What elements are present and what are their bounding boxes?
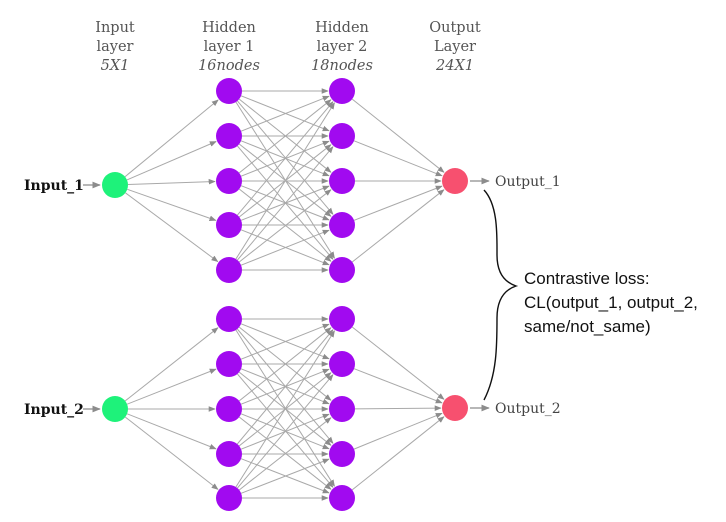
hidden1-node-1-4 <box>216 212 242 238</box>
input-node-1 <box>102 172 128 198</box>
output-layer-title-line1: Output <box>429 20 481 36</box>
edge-input-to-hidden1 <box>125 192 219 263</box>
hidden1-node-1-3 <box>216 168 242 194</box>
edge-hidden1-to-hidden2 <box>240 323 330 360</box>
edge-input-to-hidden1 <box>127 178 216 185</box>
contrastive-loss-annotation: Contrastive loss: CL(output_1, output_2,… <box>483 189 698 401</box>
edge-input-to-hidden1 <box>124 416 219 490</box>
edge-hidden2-to-output <box>353 140 443 177</box>
edge-input-to-hidden1 <box>126 368 217 405</box>
hidden1-node-2-4 <box>216 441 242 467</box>
input-layer-title-line1: Input <box>95 20 135 36</box>
hidden2-node-1-1 <box>329 78 355 104</box>
loss-text-line1: Contrastive loss: <box>524 269 650 288</box>
loss-text-line2: CL(output_1, output_2, <box>524 293 698 312</box>
hidden1-node-2-5 <box>216 485 242 511</box>
edge-input-to-hidden1 <box>124 99 219 178</box>
edge-hidden1-to-hidden2 <box>240 458 330 494</box>
input-1-label: Input_1 <box>24 178 84 194</box>
curly-brace <box>483 189 519 401</box>
hidden-layer-1-title-line2: layer 1 <box>204 39 255 55</box>
edge-hidden1-to-hidden2 <box>238 327 332 402</box>
input-node-2 <box>102 396 128 422</box>
edge-hidden1-to-hidden2 <box>237 100 334 215</box>
edge-hidden1-to-hidden2 <box>238 99 332 174</box>
edge-input-to-hidden1 <box>126 413 217 450</box>
hidden-layer-2-title-line1: Hidden <box>315 20 369 36</box>
edge-hidden1-to-hidden2 <box>237 146 334 261</box>
edge-hidden1-to-hidden2 <box>240 95 330 132</box>
edge-hidden1-to-hidden2 <box>237 374 334 489</box>
hidden1-node-2-3 <box>216 396 242 422</box>
input-layer-dims: 5X1 <box>101 58 130 74</box>
output-node-1 <box>442 168 468 194</box>
edge-input-to-hidden1 <box>126 141 217 181</box>
hidden1-node-2-1 <box>216 306 242 332</box>
output-node-2 <box>442 395 468 421</box>
hidden2-node-1-4 <box>329 212 355 238</box>
hidden2-node-1-5 <box>329 257 355 283</box>
output-layer-dims: 24X1 <box>435 58 474 74</box>
hidden2-node-2-3 <box>329 396 355 422</box>
edge-hidden2-to-output <box>353 368 443 404</box>
hidden1-node-2-2 <box>216 351 242 377</box>
edge-hidden2-to-output <box>353 185 443 221</box>
hidden2-node-1-2 <box>329 123 355 149</box>
edge-hidden2-to-output <box>354 405 442 411</box>
edge-hidden2-to-output <box>351 416 445 491</box>
hidden2-node-2-1 <box>329 306 355 332</box>
edge-hidden2-to-output <box>351 189 445 263</box>
hidden-layer-2-title-line2: layer 2 <box>317 39 368 55</box>
hidden1-node-1-5 <box>216 257 242 283</box>
network-nodes <box>102 78 468 511</box>
input-layer-title-line2: layer <box>97 39 134 55</box>
hidden-layer-1-dims: 16nodes <box>198 58 260 74</box>
hidden2-node-2-4 <box>329 441 355 467</box>
output-layer-title-line2: Layer <box>434 39 476 55</box>
edge-hidden1-to-hidden2 <box>235 102 335 260</box>
edge-hidden1-to-hidden2 <box>237 101 334 216</box>
hidden1-node-1-1 <box>216 78 242 104</box>
hidden1-node-1-2 <box>216 123 242 149</box>
network-edges <box>124 88 445 501</box>
hidden-layer-1-title-line1: Hidden <box>202 20 256 36</box>
edge-input-to-hidden1 <box>127 188 217 221</box>
hidden2-node-1-3 <box>329 168 355 194</box>
output-2-label: Output_2 <box>495 401 561 417</box>
edge-hidden1-to-hidden2 <box>238 189 332 263</box>
edge-hidden1-to-hidden2 <box>240 229 330 266</box>
input-2-label: Input_2 <box>24 402 84 418</box>
hidden2-node-2-5 <box>329 485 355 511</box>
edge-hidden1-to-hidden2 <box>238 416 332 490</box>
loss-text-line3: same/not_same) <box>524 317 651 336</box>
hidden-layer-2-dims: 18nodes <box>311 58 373 74</box>
edge-hidden1-to-hidden2 <box>238 417 332 491</box>
edge-hidden1-to-hidden2 <box>235 330 335 488</box>
edge-hidden2-to-output <box>353 412 443 450</box>
hidden2-node-2-2 <box>329 351 355 377</box>
edge-input-to-hidden1 <box>124 327 219 402</box>
edge-hidden1-to-hidden2 <box>237 373 334 488</box>
io-labels: Input_1 Input_2 Output_1 Output_2 <box>24 174 561 418</box>
output-1-label: Output_1 <box>495 174 561 190</box>
edge-hidden1-to-hidden2 <box>236 329 334 445</box>
layer-headers: Input layer 5X1 Hidden layer 1 16nodes H… <box>95 20 481 74</box>
edge-hidden2-to-output <box>351 98 445 173</box>
edge-hidden2-to-output <box>351 326 445 400</box>
